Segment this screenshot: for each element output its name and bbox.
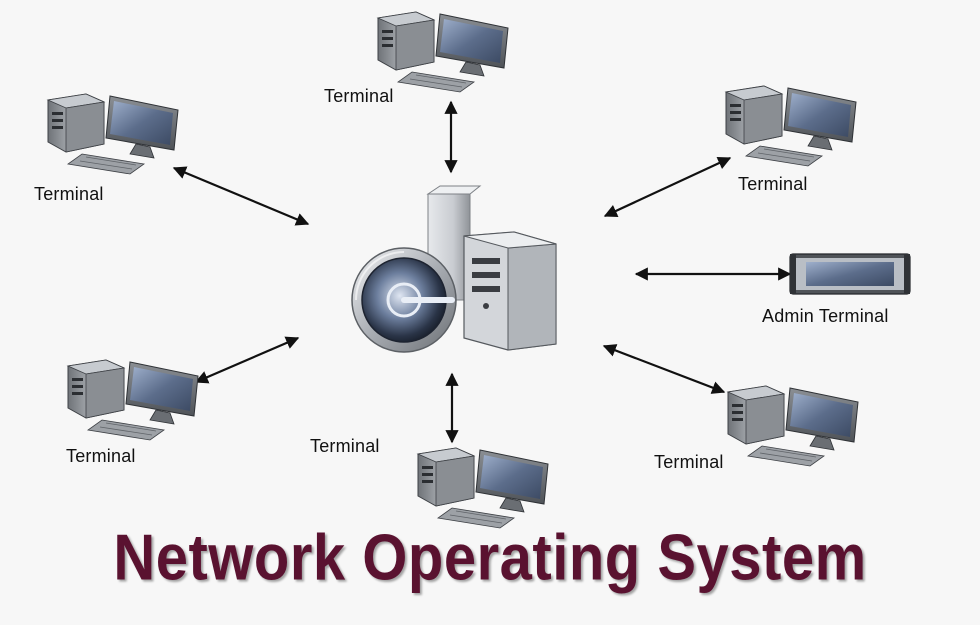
label-admin-terminal: Admin Terminal [762,306,889,326]
workstation-icon-upper-right [725,85,857,167]
label-terminal-bottom: Terminal [310,436,380,456]
admin-console-icon [789,253,911,295]
workstation-icon-lower-left [67,359,199,441]
label-terminal-upper-right: Terminal [738,174,808,194]
label-terminal-lower-left: Terminal [66,446,136,466]
connection-links [172,100,792,444]
workstation-icon-bottom [417,447,549,529]
label-terminal-lower-right: Terminal [654,452,724,472]
page-title: Network Operating System [113,521,867,594]
workstation-icon-top [377,11,509,93]
label-terminal-upper-left: Terminal [34,184,104,204]
link-terminal-upper-left [172,166,310,226]
workstation-icon-upper-left [47,93,179,175]
link-terminal-lower-right [602,344,726,394]
label-terminal-top: Terminal [324,86,394,106]
link-terminal-lower-left [194,336,300,384]
link-terminal-upper-right [603,157,732,217]
workstation-icon-lower-right [727,385,859,467]
central-server-icon [351,185,557,353]
